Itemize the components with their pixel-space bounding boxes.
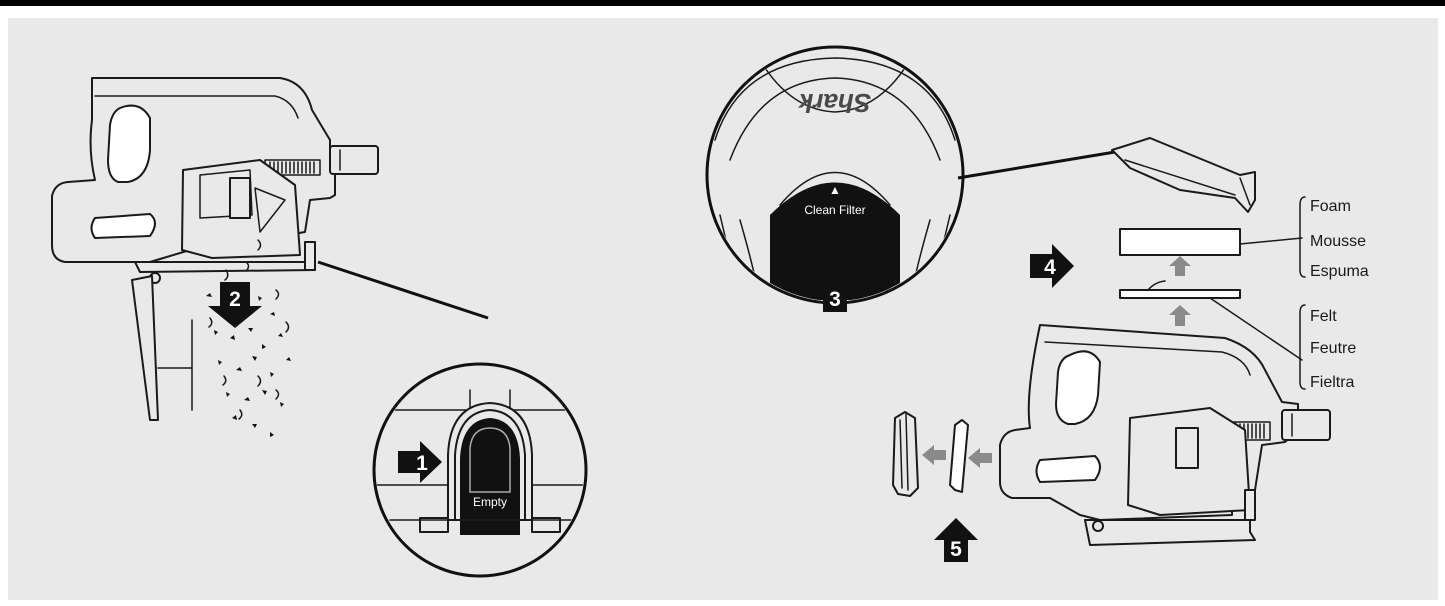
felt-label-es: Fieltra [1310,374,1355,391]
foam-label-es: Espuma [1310,263,1369,280]
clean-filter-label: Clean Filter [804,203,865,217]
felt-label-en: Felt [1310,308,1337,325]
step-1-number: 1 [416,452,428,475]
arrow-up-marker: ▲ [829,183,841,197]
brand-logo: Shark [797,88,871,118]
foam-label-en: Foam [1310,198,1351,215]
felt-label-fr: Feutre [1310,340,1356,357]
empty-button-label: Empty [473,495,507,509]
step-3-number: 3 [829,288,841,311]
foam-label-fr: Mousse [1310,233,1366,250]
step-2-number: 2 [229,288,241,311]
top-rule [0,0,1445,6]
step-5-number: 5 [950,538,962,561]
step-4-number: 4 [1044,256,1056,279]
